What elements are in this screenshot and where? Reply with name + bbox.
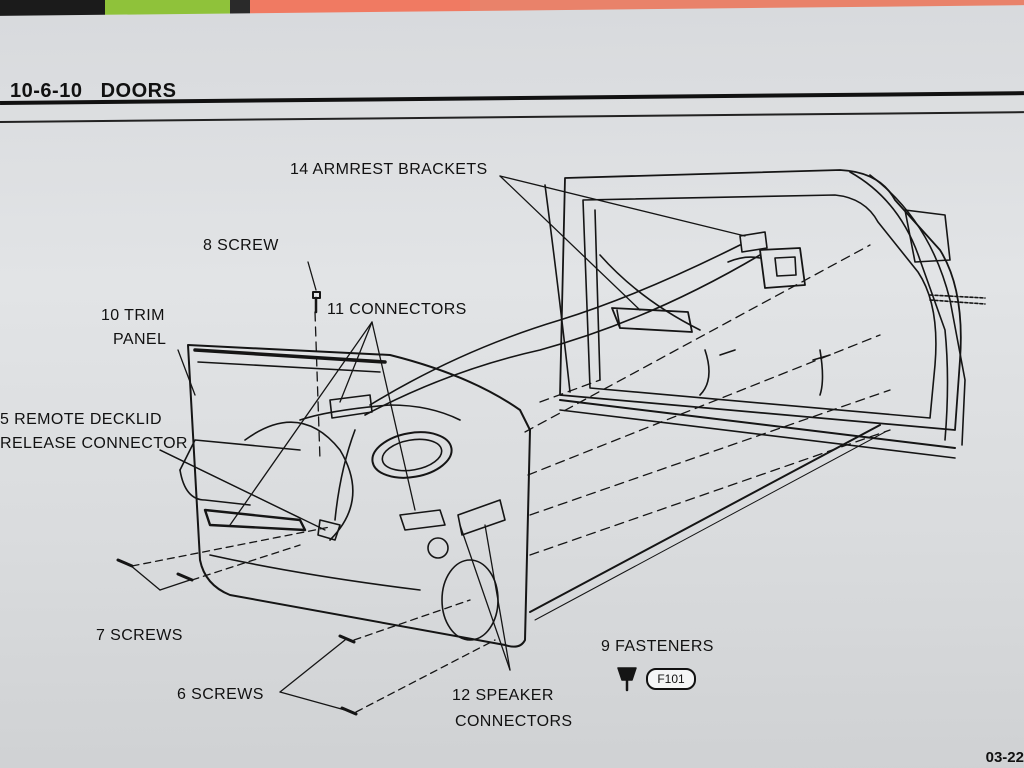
- leader-lines: [129, 175, 746, 711]
- label-trim-panel-2: PANEL: [113, 331, 167, 348]
- trim-panel: [179, 344, 531, 648]
- label-trim-panel-1: 10 TRIM: [101, 307, 165, 324]
- wiring-harness: [334, 244, 761, 521]
- label-screw: 8 SCREW: [203, 237, 279, 254]
- label-connectors: 11 CONNECTORS: [327, 301, 467, 318]
- fastener-code-badge: F101: [646, 668, 696, 690]
- door-edge-line: [529, 424, 881, 613]
- screws-6: [338, 599, 496, 716]
- door-frame: [544, 169, 986, 459]
- door-edge-line-2: [534, 431, 886, 621]
- label-armrest-brackets: 14 ARMREST BRACKETS: [290, 161, 488, 178]
- section-title: DOORS: [100, 80, 177, 102]
- label-speaker-2: CONNECTORS: [455, 713, 573, 730]
- fastener-clip-icon: [617, 667, 637, 692]
- armrest-brackets: [611, 231, 806, 333]
- screw-8: [312, 291, 321, 314]
- label-speaker-1: 12 SPEAKER: [452, 687, 554, 704]
- label-screws-6: 6 SCREWS: [177, 686, 264, 703]
- section-number: 10-6-10: [10, 80, 83, 102]
- label-screws-7: 7 SCREWS: [96, 627, 183, 644]
- label-fasteners: 9 FASTENERS: [601, 638, 714, 655]
- section-header: 10-6-10 DOORS: [10, 80, 176, 103]
- fastener-alignment-lines: [314, 244, 891, 556]
- page-number: 03-22: [985, 749, 1024, 766]
- label-remote-decklid-2: RELEASE CONNECTOR: [0, 435, 188, 452]
- label-remote-decklid-1: 5 REMOTE DECKLID: [0, 411, 162, 428]
